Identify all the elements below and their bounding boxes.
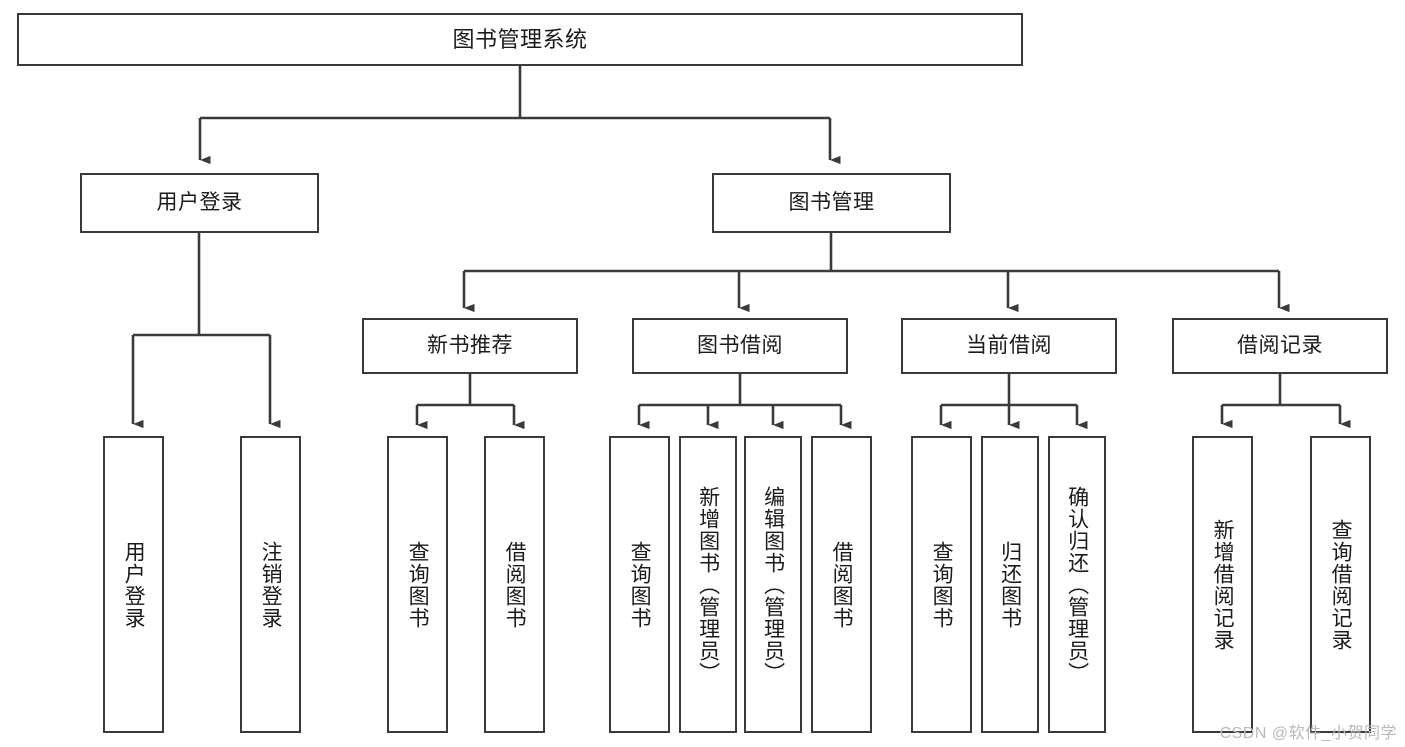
leaf-current-borrow-query-book[interactable]: 查询图书 bbox=[911, 436, 972, 733]
node-label: 查询借阅记录 bbox=[1329, 518, 1353, 651]
node-label: 归还图书 bbox=[998, 540, 1022, 629]
node-label: 查询图书 bbox=[628, 540, 652, 629]
node-label: 图书管理 bbox=[788, 190, 875, 214]
node-label: 查询图书 bbox=[930, 540, 954, 629]
node-current-borrow[interactable]: 当前借阅 bbox=[901, 318, 1117, 374]
leaf-borrow-record-add-record[interactable]: 新增借阅记录 bbox=[1192, 436, 1253, 733]
leaf-current-borrow-confirm-return-admin[interactable]: 确认归还（管理员） bbox=[1048, 436, 1106, 733]
node-label: 借阅图书 bbox=[503, 540, 527, 629]
csdn-watermark: CSDN @软件_小贺同学 bbox=[1219, 725, 1397, 742]
node-user-login[interactable]: 用户登录 bbox=[80, 173, 319, 233]
node-label: 图书管理系统 bbox=[452, 26, 588, 52]
leaf-book-borrow-edit-book-admin[interactable]: 编辑图书（管理员） bbox=[744, 436, 802, 733]
leaf-borrow-record-query-record[interactable]: 查询借阅记录 bbox=[1310, 436, 1371, 733]
node-label: 新书推荐 bbox=[427, 333, 513, 357]
leaf-book-borrow-query-book[interactable]: 查询图书 bbox=[609, 436, 670, 733]
node-borrow-record[interactable]: 借阅记录 bbox=[1172, 318, 1388, 374]
node-label: 图书借阅 bbox=[697, 333, 783, 357]
node-label: 借阅记录 bbox=[1237, 333, 1323, 357]
node-book-borrow[interactable]: 图书借阅 bbox=[632, 318, 848, 374]
leaf-new-book-borrow-book[interactable]: 借阅图书 bbox=[484, 436, 545, 733]
node-label: 查询图书 bbox=[406, 540, 430, 629]
leaf-user-login-logout[interactable]: 注销登录 bbox=[240, 436, 301, 733]
node-label: 借阅图书 bbox=[830, 540, 854, 629]
node-new-book-recommend[interactable]: 新书推荐 bbox=[362, 318, 578, 374]
node-label: 确认归还（管理员） bbox=[1065, 485, 1089, 684]
node-label: 用户登录 bbox=[122, 540, 146, 629]
leaf-current-borrow-return-book[interactable]: 归还图书 bbox=[981, 436, 1039, 733]
node-label: 新增借阅记录 bbox=[1211, 518, 1235, 651]
leaf-new-book-query-book[interactable]: 查询图书 bbox=[387, 436, 448, 733]
node-root-book-management-system[interactable]: 图书管理系统 bbox=[17, 13, 1023, 66]
node-label: 注销登录 bbox=[259, 540, 283, 629]
leaf-book-borrow-borrow-book[interactable]: 借阅图书 bbox=[811, 436, 872, 733]
node-label: 用户登录 bbox=[156, 190, 243, 214]
leaf-book-borrow-add-book-admin[interactable]: 新增图书（管理员） bbox=[679, 436, 737, 733]
node-label: 新增图书（管理员） bbox=[696, 485, 720, 684]
node-book-management[interactable]: 图书管理 bbox=[712, 173, 951, 233]
leaf-user-login-login[interactable]: 用户登录 bbox=[103, 436, 164, 733]
node-label: 编辑图书（管理员） bbox=[761, 485, 785, 684]
node-label: 当前借阅 bbox=[966, 333, 1052, 357]
